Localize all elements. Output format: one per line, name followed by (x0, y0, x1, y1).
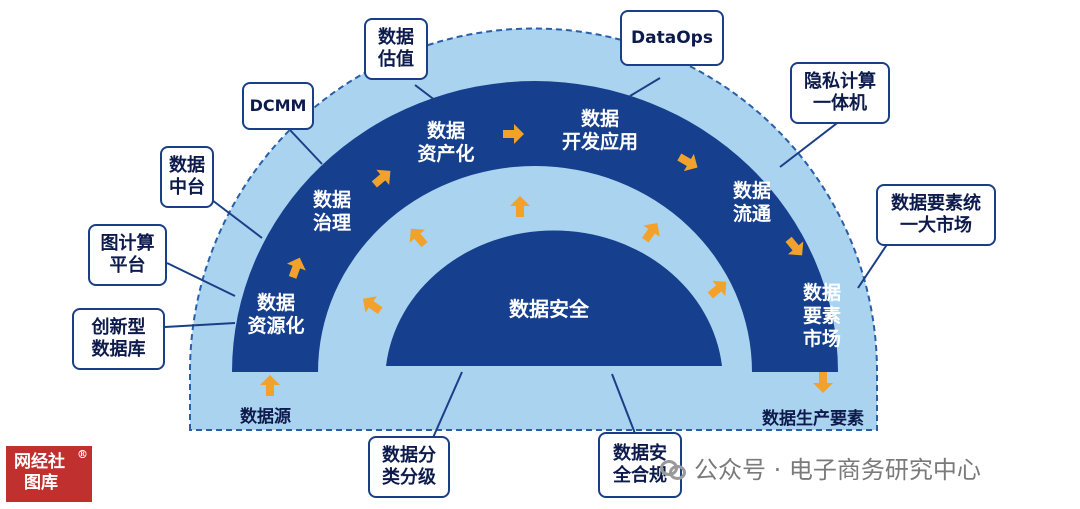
callout-data-valuation: 数据估值 (364, 18, 428, 80)
callout-connectors (164, 77, 891, 441)
step-governance: 数据治理 (312, 189, 351, 234)
callout-dcmm: DCMM (242, 82, 314, 130)
arrow-outer-5 (785, 236, 804, 256)
output-label: 数据生产要素 (762, 409, 864, 429)
core-label: 数据安全 (509, 297, 589, 321)
step-development: 数据开发应用 (561, 108, 638, 153)
arrow-outer-4 (677, 153, 698, 172)
callout-data-classification: 数据分类分级 (368, 436, 450, 498)
flow-arrows (260, 124, 833, 396)
source-label: 数据源 (240, 407, 291, 427)
brand-logo: 网经社 图库 ® (6, 446, 92, 502)
callout-privacy-computing: 隐私计算一体机 (790, 62, 890, 124)
wechat-icon (660, 458, 686, 480)
step-resource: 数据资源化 (247, 292, 305, 337)
arrow-output-down (813, 372, 833, 393)
step-market: 数据要素市场 (802, 282, 841, 350)
callout-graph-computing: 图计算平台 (88, 224, 167, 286)
callout-data-middle-platform: 数据中台 (160, 146, 214, 208)
arrow-inner-2 (409, 228, 428, 248)
arrow-inner-4 (641, 222, 660, 243)
callout-innovative-database: 创新型数据库 (72, 308, 165, 370)
arrow-outer-1 (286, 257, 306, 279)
arrow-inner-1 (362, 296, 383, 315)
arrow-inner-5 (707, 280, 727, 299)
step-assetization: 数据资产化 (417, 120, 475, 165)
arrow-outer-3 (503, 124, 524, 144)
arrow-inner-3 (510, 196, 530, 217)
arrow-outer-2 (371, 169, 391, 188)
callout-unified-market: 数据要素统一大市场 (876, 184, 996, 246)
callout-dataops: DataOps (620, 10, 724, 66)
step-circulation: 数据流通 (732, 180, 771, 225)
arrow-source-up (260, 375, 280, 396)
watermark: 公众号 · 电子商务研究中心 (660, 450, 981, 485)
core-security-area (386, 230, 722, 366)
